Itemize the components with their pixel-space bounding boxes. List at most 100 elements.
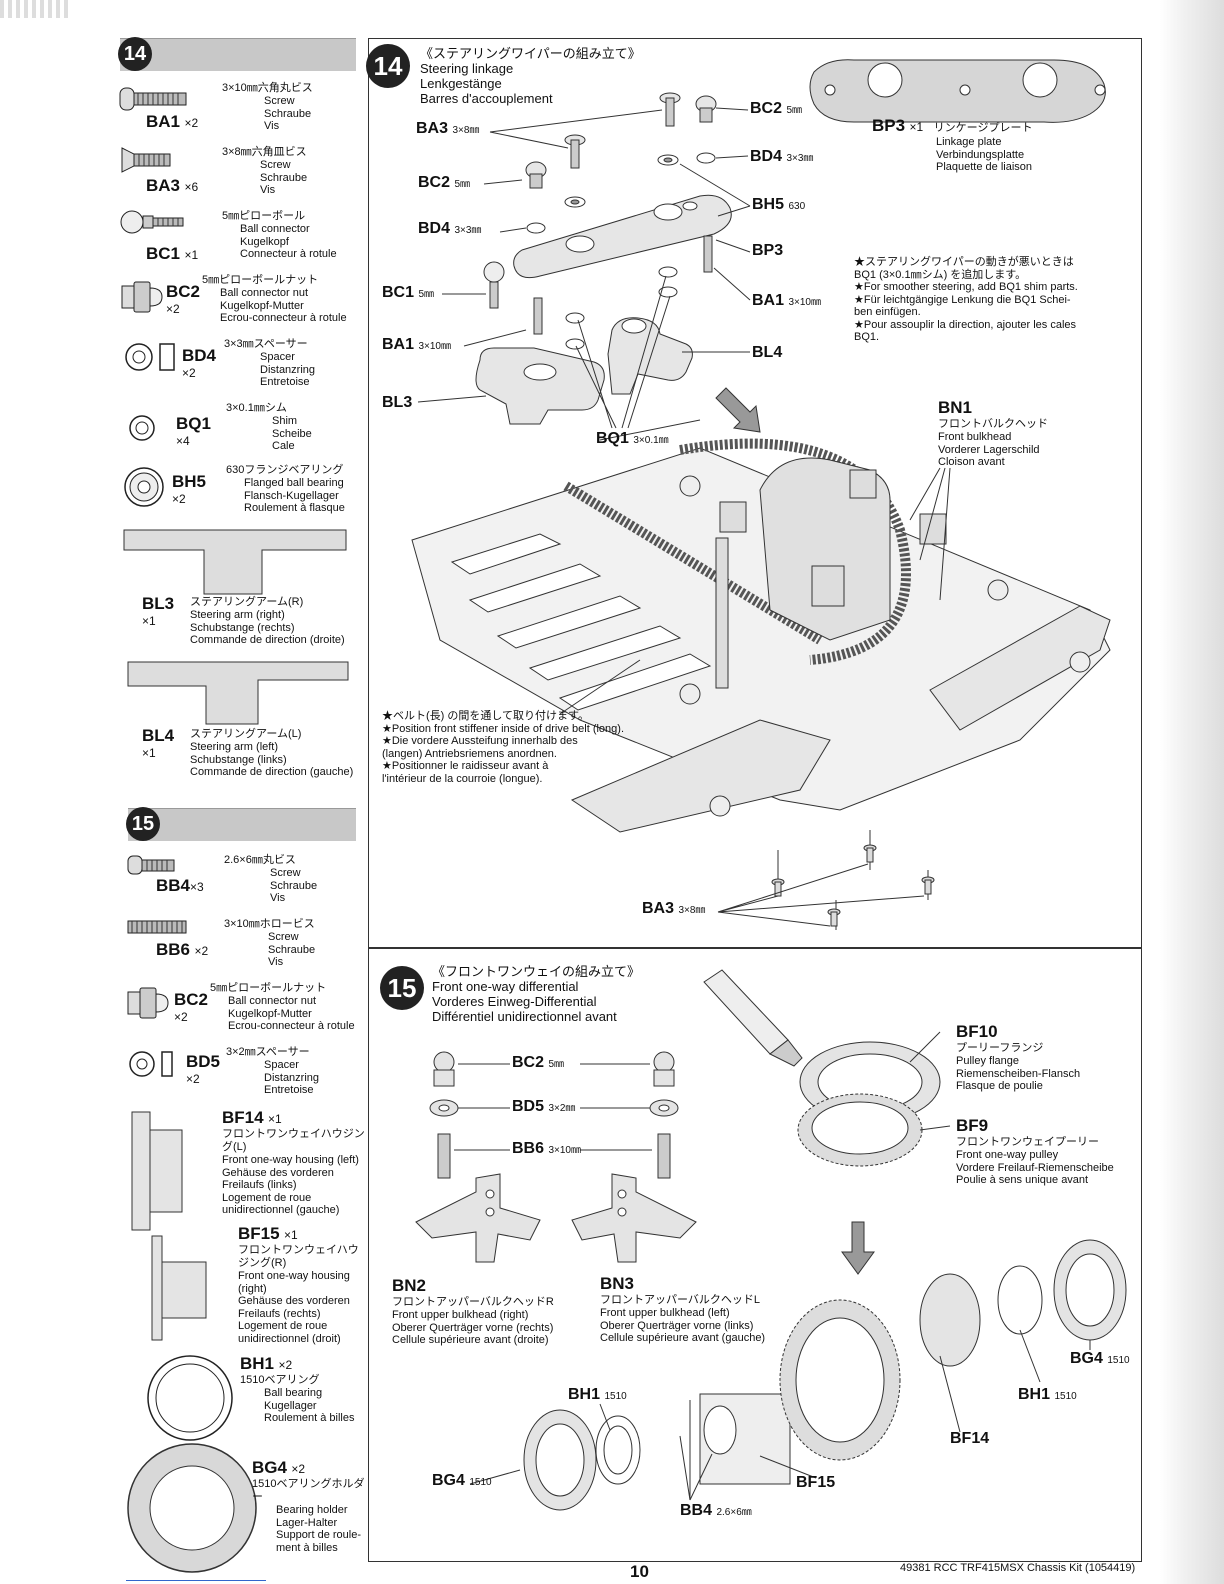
label-bc1: BC1 5㎜ — [382, 284, 435, 301]
bf15-housing-icon — [151, 1235, 207, 1341]
part-bh5-text: 630フランジベアリング Flanged ball bearing Flansc… — [226, 464, 345, 514]
note-shim: ★ステアリングワイパーの動きが悪いときは BQ1 (3×0.1㎜シム) を追加し… — [854, 256, 1078, 343]
bd5-spacer-icon — [129, 1051, 173, 1077]
label-bf15: BF15 — [796, 1474, 836, 1491]
part-bb6-text: 3×10㎜ホロービス Screw Schraube Vis — [224, 918, 316, 968]
bn3-bulkhead-icon — [571, 1051, 697, 1263]
part-bd5: BD5 ×2 — [186, 1052, 221, 1086]
part-bb4: BB4×3 — [156, 876, 204, 895]
bb6-screw-icon — [127, 920, 187, 934]
part-bh5: BH5 ×2 — [172, 472, 207, 506]
label-ba1-right: BA1 3×10㎜ — [752, 292, 821, 309]
part-bd5-text: 3×2㎜スペーサー Spacer Distanzring Entretoise — [226, 1046, 320, 1096]
ba1-screw-icon — [119, 87, 187, 111]
bl3-steering-arm-icon — [123, 529, 347, 595]
step15-parts-badge: 15 — [126, 807, 160, 841]
bh5-bearing-icon — [124, 467, 164, 507]
bn2-bulkhead-icon — [415, 1051, 541, 1263]
step14-parts-header-bar — [120, 38, 356, 71]
note-belt: ★ベルト(長) の間を通して取り付けます。 ★Position front st… — [382, 710, 624, 785]
label-bg4-right: BG4 1510 — [1070, 1350, 1130, 1367]
part-ba3-text: 3×8㎜六角皿ビス Screw Schraube Vis — [222, 146, 308, 196]
bc2-nut-icon-15 — [127, 987, 169, 1019]
part-bc2-text: 5㎜ピローボールナット Ball connector nut Kugelkopf… — [202, 274, 347, 324]
steering-wiper-exploded — [475, 92, 732, 425]
label-bh5: BH5 630 — [752, 196, 806, 213]
page-number: 10 — [630, 1562, 649, 1581]
label-bh1-right: BH1 1510 — [1018, 1386, 1077, 1403]
part-bn3: BN3 フロントアッパーバルクヘッドL Front upper bulkhead… — [600, 1274, 766, 1344]
bf9-pulley-icon — [797, 1093, 923, 1167]
step14-badge: 14 — [366, 44, 410, 88]
part-bd4: BD4 ×2 — [182, 346, 217, 380]
part-bp3: BP3 ×1 リンケージプレート Linkage plate Verbindun… — [872, 116, 1033, 173]
label-bc2-15: BC2 5㎜ — [512, 1054, 565, 1071]
part-bn2: BN2 フロントアッパーバルクヘッドR Front upper bulkhead… — [392, 1276, 554, 1346]
label-bl3: BL3 — [382, 394, 413, 411]
bh1-bearing-icon — [147, 1355, 233, 1441]
footer-text: 49381 RCC TRF415MSX Chassis Kit (1054419… — [900, 1562, 1136, 1574]
label-ba1-left: BA1 3×10㎜ — [382, 336, 451, 353]
bf14-housing-icon — [131, 1111, 183, 1231]
label-bc2-left: BC2 5㎜ — [418, 174, 471, 191]
label-ba3-bottom: BA3 3×8㎜ — [642, 900, 706, 917]
part-bc1: BC1 ×1 — [146, 244, 199, 263]
part-bq1-text: 3×0.1㎜シム Shim Scheibe Cale — [226, 402, 312, 452]
down-arrow-icon — [715, 387, 761, 433]
part-bh1: BH1 ×2 1510ベアリング Ball bearing Kugellager… — [240, 1354, 355, 1424]
front-chassis-assembly — [411, 438, 1111, 833]
part-bn1: BN1 フロントバルクヘッド Front bulkhead Vorderer L… — [938, 398, 1048, 468]
part-bq1: BQ1 ×4 — [176, 414, 211, 448]
bd4-spacer-icon — [125, 343, 175, 371]
scan-edge-marks — [0, 0, 70, 18]
bl4-steering-arm-icon — [127, 661, 349, 725]
footer-link-underline — [126, 1580, 266, 1581]
label-bd4-left: BD4 3×3㎜ — [418, 220, 482, 237]
label-bf14: BF14 — [950, 1430, 990, 1447]
part-bc1-text: 5㎜ピローボール Ball connector Kugelkopf Connec… — [222, 210, 337, 260]
part-bf15: BF15 ×1 フロントワンウェイハウジング(R) Front one-way … — [238, 1224, 359, 1345]
part-bf10: BF10 プーリーフランジ Pulley flange Riemenscheib… — [956, 1022, 1081, 1092]
bb4-screw-icon — [127, 855, 175, 875]
bc2-nut-icon — [121, 281, 163, 313]
label-bq1: BQ1 3×0.1㎜ — [596, 430, 669, 447]
part-bl3-text: ステアリングアーム(R) Steering arm (right) Schubs… — [190, 596, 345, 646]
step15-badge: 15 — [380, 966, 424, 1010]
step15-title: 《フロントワンウェイの組み立て》 Front one-way different… — [432, 964, 641, 1024]
label-bb4: BB4 2.6×6㎜ — [680, 1502, 752, 1519]
label-bd5: BD5 3×2㎜ — [512, 1098, 576, 1115]
part-bg4: BG4 ×2 1510ベアリングホルダー Bearing holder Lage… — [252, 1458, 365, 1554]
part-bf9: BF9 フロントワンウェイプーリー Front one-way pulley V… — [956, 1116, 1114, 1186]
part-bc2: BC2 ×2 — [166, 282, 201, 316]
part-bd4-text: 3×3㎜スペーサー Spacer Distanzring Entretoise — [224, 338, 316, 388]
part-bl4: BL4 ×1 — [142, 726, 175, 760]
label-ba3-top: BA3 3×8㎜ — [416, 120, 480, 137]
part-bc2-15-text: 5㎜ピローボールナット Ball connector nut Kugelkopf… — [210, 982, 355, 1032]
grease-tube-icon — [703, 969, 803, 1067]
part-ba1-text: 3×10㎜六角丸ビス Screw Schraube Vis — [222, 82, 313, 132]
label-bp3: BP3 — [752, 242, 784, 259]
down-arrow-icon-15 — [841, 1221, 875, 1275]
part-bb6: BB6 ×2 — [156, 940, 209, 959]
label-bd4-right: BD4 3×3㎜ — [750, 148, 814, 165]
page-shadow-edge — [1160, 0, 1224, 1584]
oneway-diff-exploded — [523, 1239, 1127, 1511]
part-bl4-text: ステアリングアーム(L) Steering arm (left) Schubst… — [190, 728, 354, 778]
bg4-holder-icon — [127, 1443, 257, 1573]
part-ba3: BA3 ×6 — [146, 176, 199, 195]
step15-parts-header-bar — [128, 808, 356, 841]
label-bg4-left: BG4 1510 — [432, 1472, 492, 1489]
label-bc2-right: BC2 5㎜ — [750, 100, 803, 117]
label-bl4: BL4 — [752, 344, 783, 361]
bp3-linkage-plate-icon — [809, 59, 1106, 123]
part-bf14: BF14 ×1 フロントワンウェイハウジング(L) Front one-way … — [222, 1108, 365, 1216]
step14-parts-badge: 14 — [118, 37, 152, 71]
label-bb6: BB6 3×10㎜ — [512, 1140, 581, 1157]
part-bl3: BL3 ×1 — [142, 594, 175, 628]
ba3-screw-icon — [121, 147, 171, 173]
bc1-ball-connector-icon — [120, 210, 184, 234]
bq1-shim-icon — [129, 415, 155, 441]
